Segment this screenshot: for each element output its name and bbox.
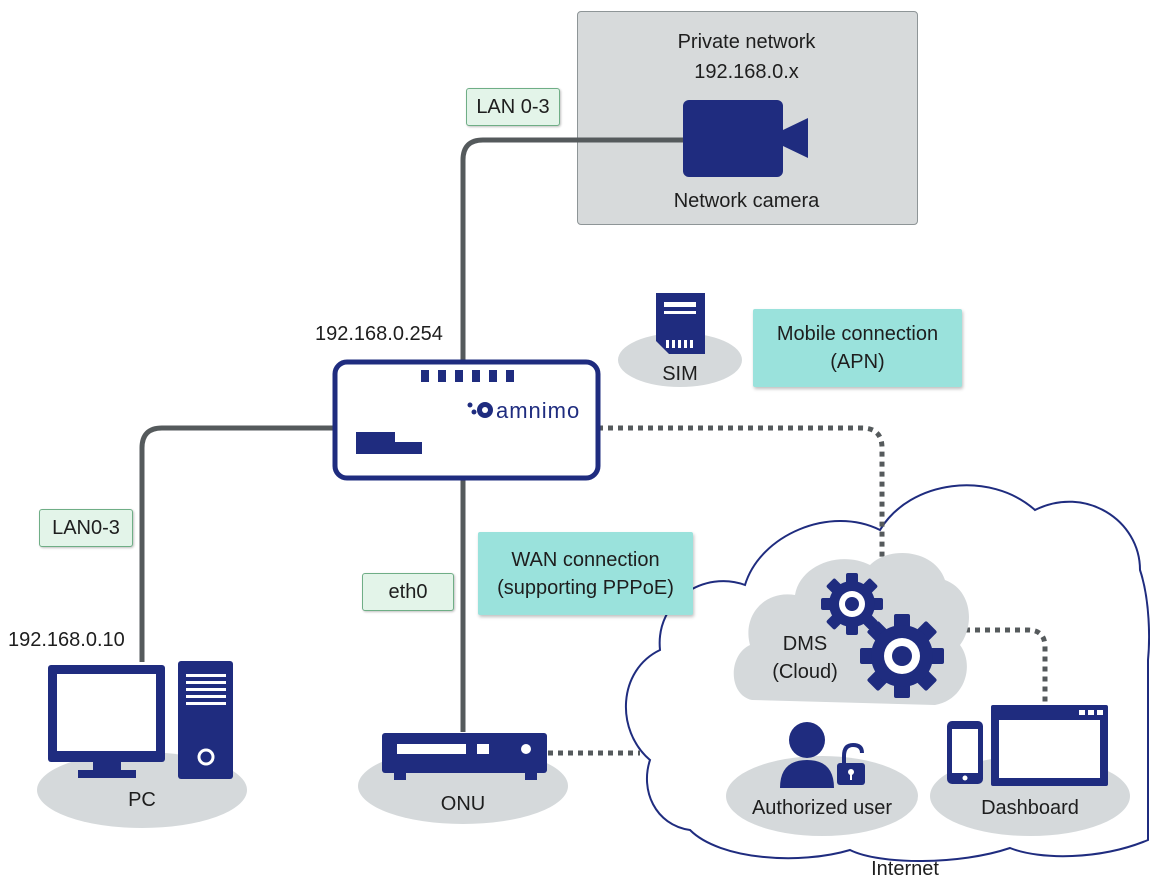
router-brand-logo: amnimo — [496, 398, 581, 423]
mobile-connection-tag: Mobile connection (APN) — [753, 309, 962, 387]
dotted-dms-dashboard — [945, 627, 1048, 705]
gear-large-icon — [860, 614, 944, 698]
onu-eth0-tag: eth0 — [362, 573, 454, 611]
sim-card-icon — [656, 293, 705, 354]
browser-window-icon — [991, 705, 1108, 786]
onu-icon — [382, 733, 547, 780]
wan-connection-line2: (supporting PPPoE) — [497, 576, 674, 599]
private-network-subnet: 192.168.0.x — [694, 61, 799, 83]
authorized-user-label: Authorized user — [751, 797, 893, 819]
pc-ip: 192.168.0.10 — [8, 629, 125, 651]
onu-label: ONU — [440, 793, 486, 815]
wan-connection-tag: WAN connection (supporting PPPoE) — [478, 532, 693, 615]
network-camera-label: Network camera — [673, 190, 820, 212]
pc-icon — [48, 661, 233, 779]
wan-connection-line1: WAN connection — [511, 548, 660, 571]
user-icon — [780, 722, 834, 788]
private-network-title: Private network — [677, 31, 816, 53]
dms-line2: (Cloud) — [772, 661, 838, 683]
unlock-icon — [837, 742, 865, 785]
cable-router-pc — [139, 425, 335, 662]
router-device — [332, 359, 601, 481]
sim-label: SIM — [662, 363, 698, 385]
cable-router-camera — [460, 137, 686, 362]
mobile-connection-line1: Mobile connection — [776, 323, 939, 345]
gear-small-icon — [821, 573, 883, 635]
pc-lan-tag: LAN0-3 — [39, 509, 133, 547]
pc-label: PC — [128, 789, 156, 811]
internet-label: Internet — [871, 858, 939, 880]
sim-ground — [618, 333, 742, 387]
camera-lan-tag: LAN 0-3 — [466, 88, 560, 126]
user-ground — [726, 756, 918, 836]
dms-line1: DMS — [782, 633, 828, 655]
dotted-router-dms — [598, 425, 885, 560]
mobile-connection-line2: (APN) — [830, 351, 885, 373]
camera-icon — [683, 100, 808, 177]
smartphone-icon — [947, 721, 983, 784]
dashboard-label: Dashboard — [981, 797, 1079, 819]
router-ip: 192.168.0.254 — [315, 323, 443, 345]
